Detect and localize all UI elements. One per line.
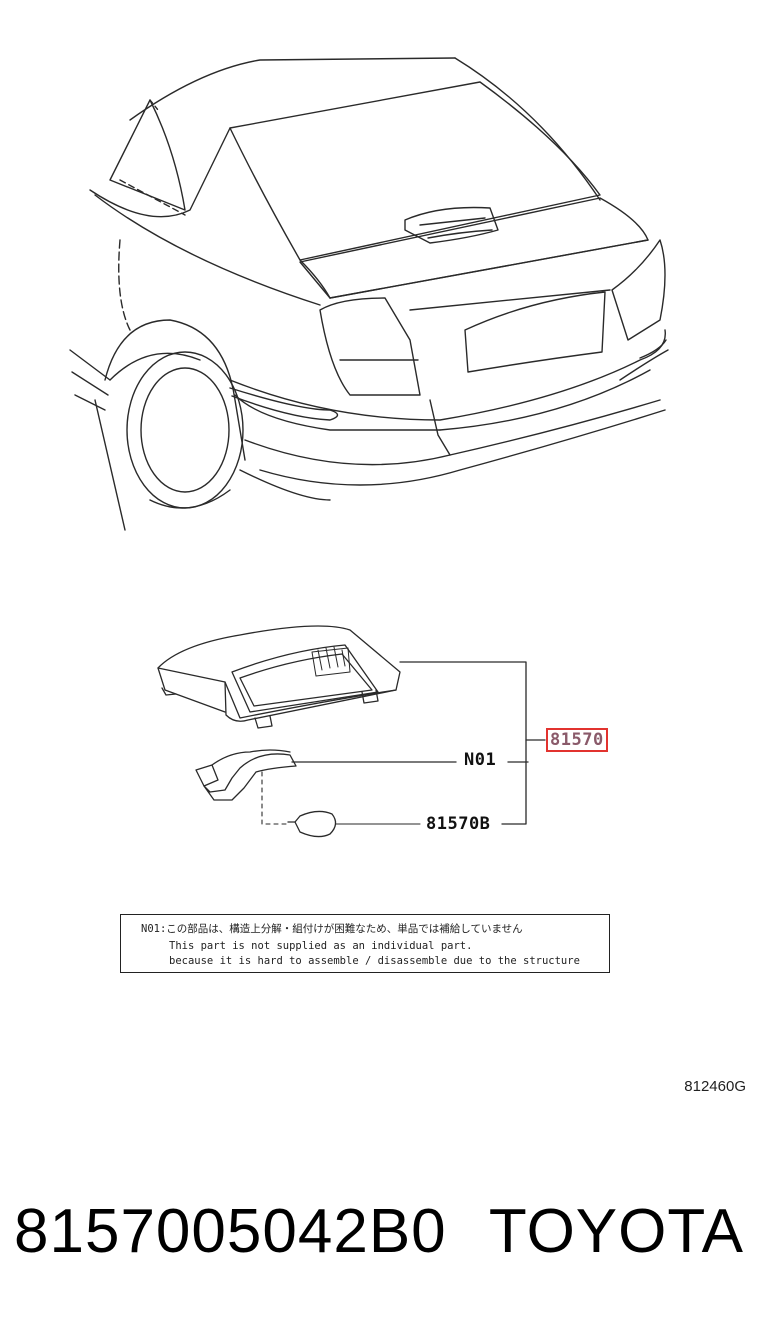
bulb [294, 810, 337, 838]
figure-reference-code: 812460G [684, 1078, 746, 1095]
stop-lamp-exploded-view [157, 625, 546, 838]
note-line-english-1: This part is not supplied as an individu… [169, 940, 473, 952]
supply-note-box: N01:この部品は、構造上分解・組付けが困難なため、単品では補給していません T… [120, 914, 610, 973]
socket [195, 764, 219, 787]
part-number: 8157005042B0 [14, 1197, 447, 1266]
brand-name: TOYOTA [488, 1197, 744, 1266]
callout-81570[interactable]: 81570 [546, 728, 608, 752]
callout-81570b[interactable]: 81570B [426, 814, 491, 834]
note-line-japanese: N01:この部品は、構造上分解・組付けが困難なため、単品では補給していません [141, 923, 523, 935]
lamp-housing [157, 625, 401, 719]
car-rear-illustration [69, 57, 669, 531]
note-line-english-2: because it is hard to assemble / disasse… [169, 955, 580, 967]
callout-n01[interactable]: N01 [464, 750, 497, 770]
